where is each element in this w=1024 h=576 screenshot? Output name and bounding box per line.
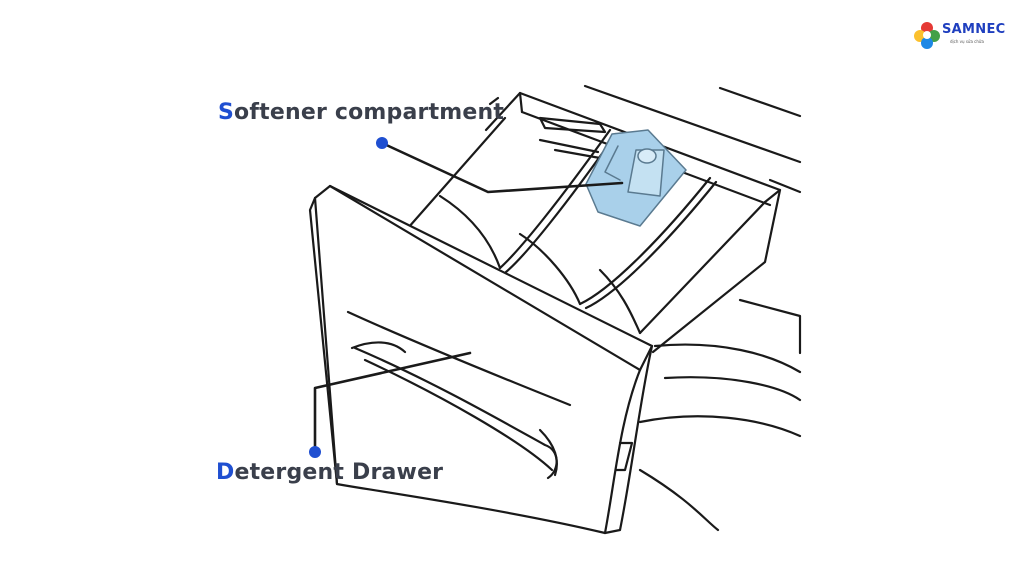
samnec-logo: SAMNEC dịch vụ sửa chữa	[912, 18, 1012, 52]
detergent-label-initial: D	[216, 460, 235, 485]
softener-compartment-insert	[585, 129, 687, 227]
detergent-leader-line	[313, 351, 472, 454]
softener-leader-line	[380, 141, 624, 194]
leader-lines	[313, 141, 624, 454]
machine-body	[583, 84, 802, 532]
logo-mark-icon	[914, 22, 940, 49]
softener-leader-dot	[376, 137, 388, 149]
softener-label-initial: S	[218, 100, 235, 125]
drawer-front-panel	[308, 184, 654, 535]
detergent-drawer-label: Detergent Drawer	[216, 460, 443, 485]
logo-name: SAMNEC	[942, 22, 1006, 37]
drawer-tray	[406, 91, 782, 354]
logo-tagline: dịch vụ sửa chữa	[950, 39, 984, 44]
detergent-label-text: etergent Drawer	[234, 460, 444, 485]
softener-label-text: oftener compartment	[234, 100, 505, 125]
softener-compartment-label: Softener compartment	[218, 100, 504, 125]
detergent-leader-dot	[309, 446, 321, 458]
